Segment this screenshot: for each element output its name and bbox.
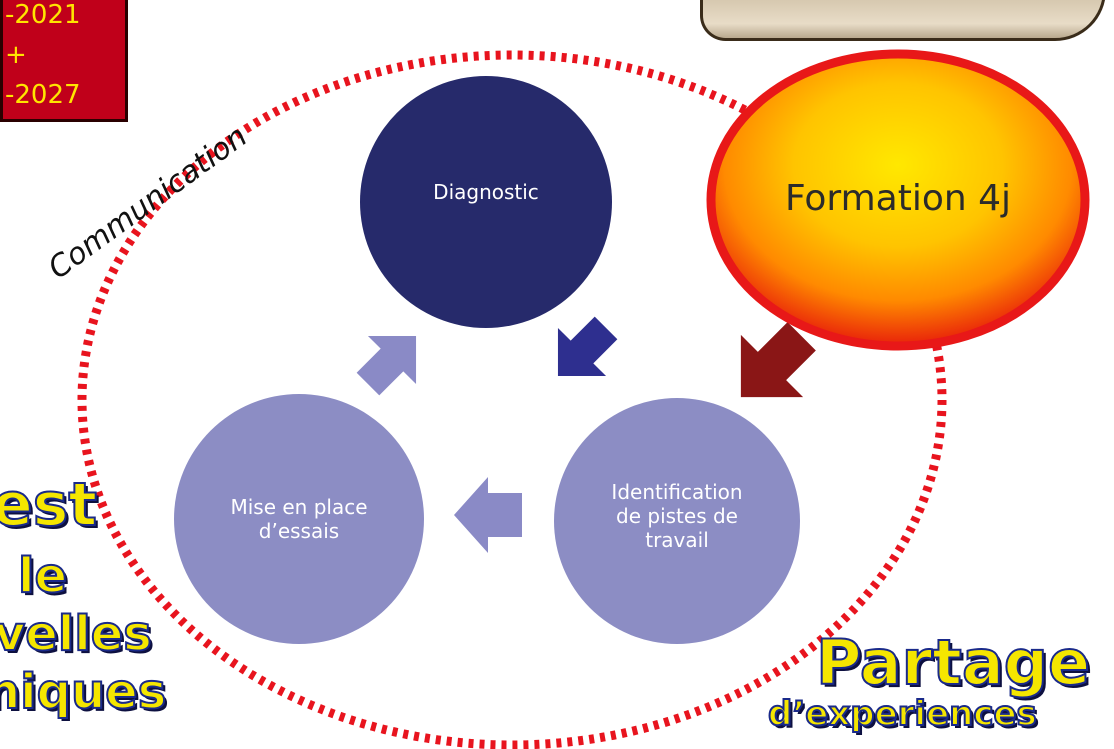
date-line-2: + (5, 40, 27, 70)
diagnostic-label: Diagnostic (433, 180, 539, 204)
communication-dotted-circle (77, 50, 947, 749)
identification-line-3: travail (645, 528, 709, 552)
date-line-3: -2027 (5, 80, 81, 110)
arrow-diagnostic-to-identification (557, 316, 618, 377)
date-line-1: -2021 (5, 0, 81, 30)
left-word-1: est (0, 469, 98, 541)
formation-label: Formation 4j (784, 178, 1012, 219)
diagnostic-circle (360, 76, 612, 328)
identification-circle (554, 398, 800, 644)
formation-ellipse (706, 49, 1090, 351)
identification-line-2: de pistes de (616, 504, 738, 528)
partage-subtitle: d’experiences (767, 693, 1038, 735)
mise-line-1: Mise en place (230, 495, 368, 519)
photo-corner (700, 0, 1106, 41)
arrow-mise-to-diagnostic (356, 335, 417, 396)
left-word-2: le (17, 547, 68, 605)
left-word-3: velles (0, 605, 153, 663)
mise-en-place-label: Mise en place d’essais (199, 495, 399, 543)
left-word-4: niques (0, 663, 167, 721)
partage-title: Partage (815, 625, 1091, 700)
arrow-identification-to-mise (454, 477, 522, 553)
mise-en-place-circle (174, 394, 424, 644)
arrow-formation-to-identification (740, 322, 816, 398)
identification-line-1: Identification (611, 480, 743, 504)
identification-label: Identification de pistes de travail (577, 480, 777, 552)
mise-line-2: d’essais (258, 519, 340, 543)
date-box: -2021 + -2027 (0, 0, 128, 122)
